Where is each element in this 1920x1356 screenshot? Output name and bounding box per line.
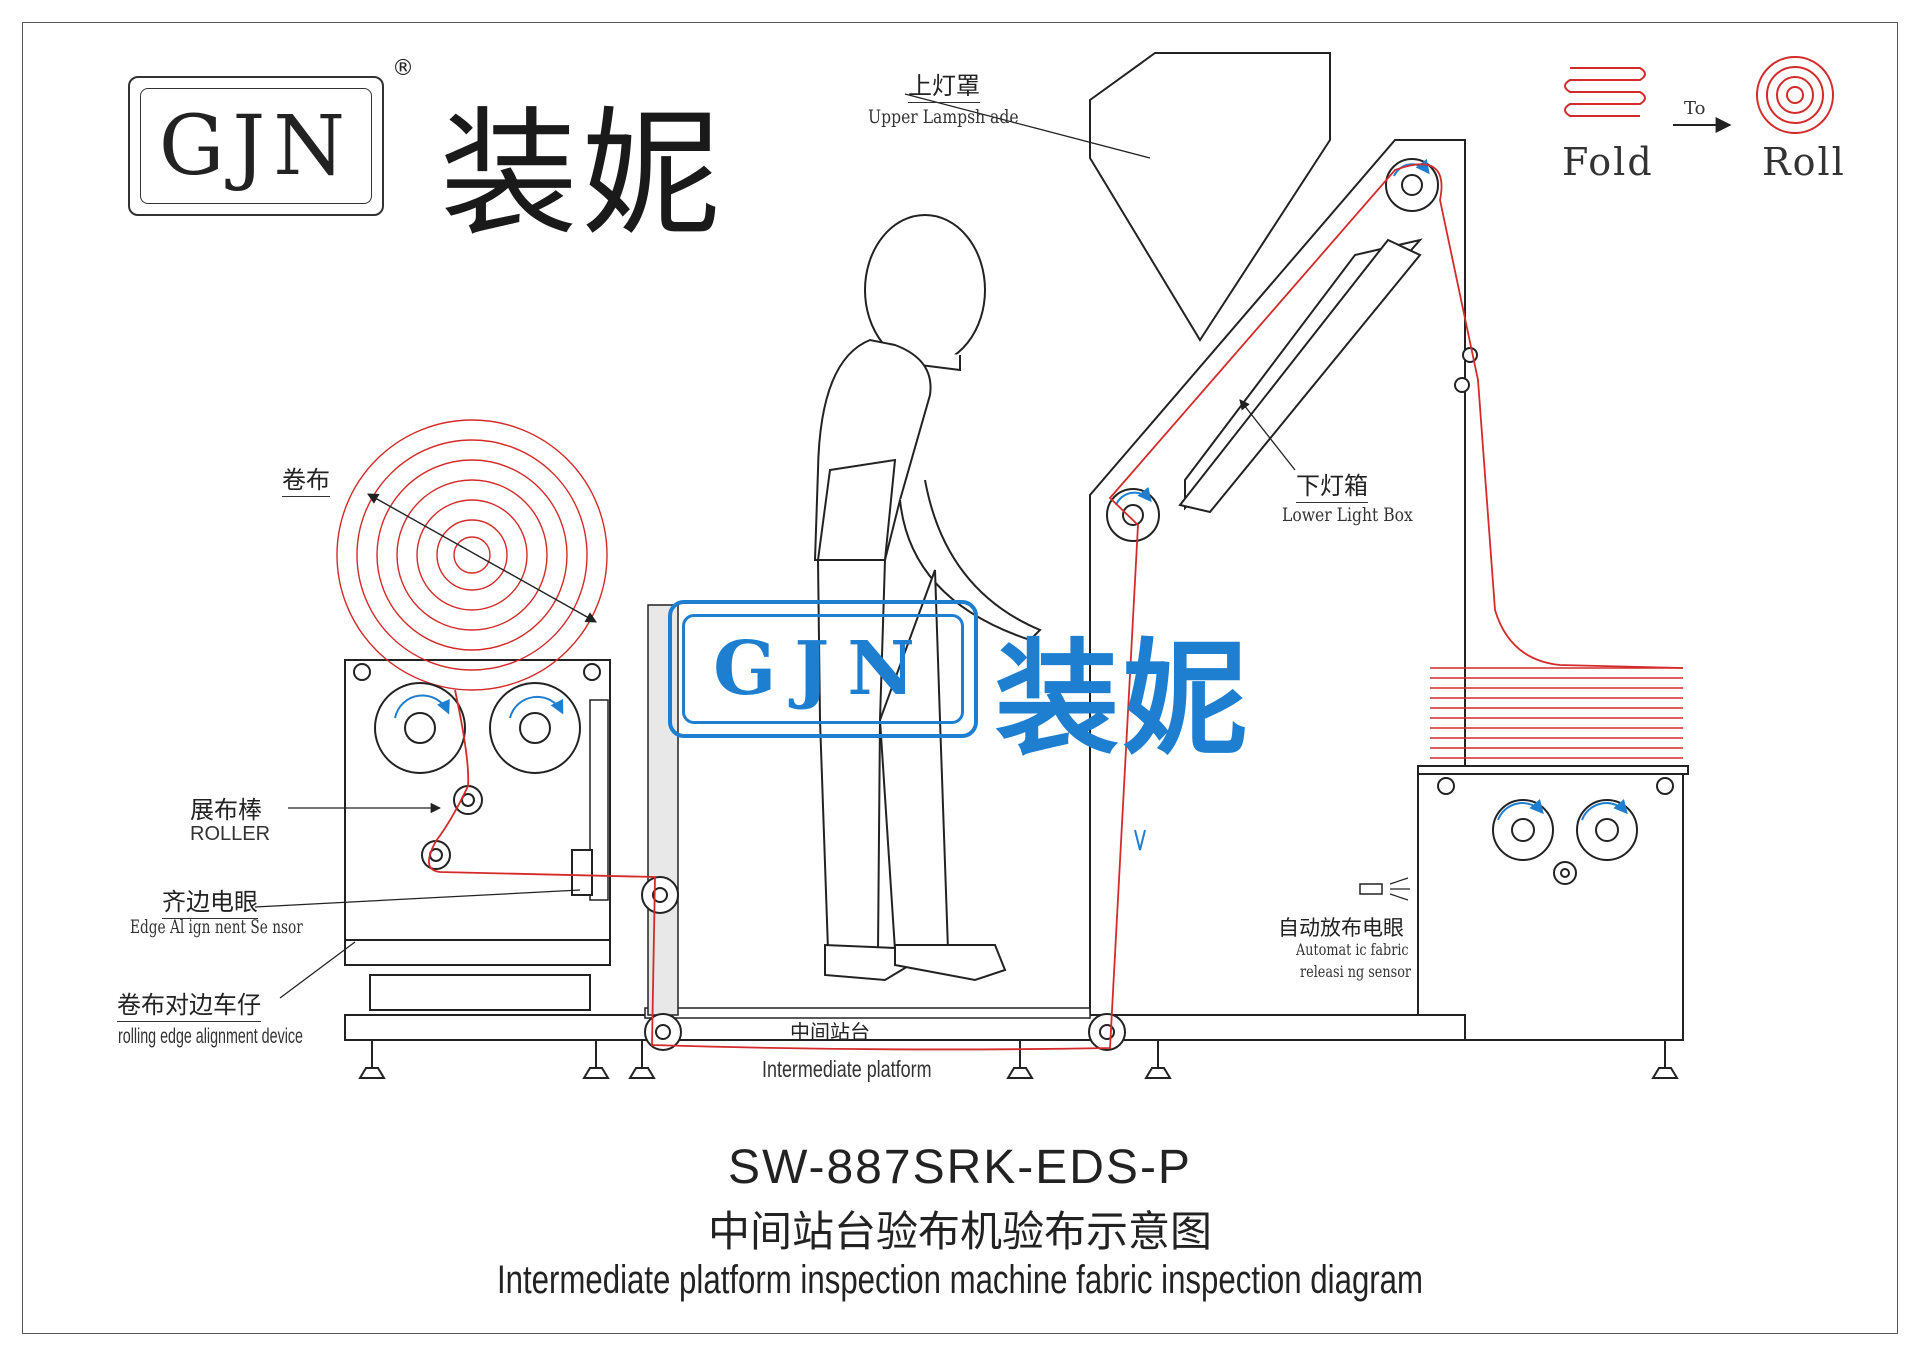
edge-device-label-en: rolling edge alignment device <box>118 1025 303 1048</box>
alignment-cart <box>369 974 591 1011</box>
auto-release-sensor <box>1359 883 1383 895</box>
edge-sensor-label-en: Edge Al ign nent Se nsor <box>130 916 303 938</box>
brand-logo: GJN <box>128 76 384 216</box>
upper-lamp-label-en: Upper Lampsh ade <box>868 106 1019 128</box>
roll-icon <box>1756 56 1834 134</box>
diagram-title-cn: 中间站台验布机验布示意图 <box>707 1207 1212 1256</box>
platform-label-cn: 中间站台 <box>790 1020 870 1044</box>
operator-figure <box>813 214 1042 982</box>
edge-device-label-cn: 卷布对边车仔 <box>117 985 261 1022</box>
roller-label-cn: 展布棒 <box>190 796 262 824</box>
edge-sensor-label-cn: 齐边电眼 <box>162 882 258 919</box>
roller-label-en: ROLLER <box>190 823 271 845</box>
folded-fabric-stack <box>1430 667 1683 759</box>
inspection-frame <box>1089 139 1466 1041</box>
upper-lamp-shade <box>1089 52 1331 342</box>
registered-mark: ® <box>392 56 414 81</box>
fold-cabinet <box>1417 773 1684 1041</box>
roll-pointer <box>367 493 597 623</box>
fold-icon <box>1564 67 1646 117</box>
leader-lines <box>254 93 1296 999</box>
watermark-logo-text: GJN <box>682 614 964 724</box>
auto-sensor-label-en-1: Automat ic fabric <box>1296 940 1409 959</box>
brand-chinese-name: 装妮 <box>440 94 725 255</box>
watermark-logo: GJN <box>668 600 978 738</box>
watermark-chinese: 装妮 <box>995 628 1252 772</box>
fold-label: Fold <box>1562 140 1654 184</box>
fabric-path <box>428 163 1684 1051</box>
drawing-frame <box>22 22 1898 1334</box>
edge-sensor-post <box>589 699 609 901</box>
lower-lightbox-label-en: Lower Light Box <box>1282 504 1413 526</box>
brand-logo-text: GJN <box>140 88 372 204</box>
fold-table <box>1417 765 1689 775</box>
machine-feet <box>358 1040 1679 1079</box>
model-number: SW-887SRK-EDS-P <box>728 1141 1192 1194</box>
roll-label: Roll <box>1762 140 1846 184</box>
to-label: To <box>1684 98 1706 119</box>
auto-sensor-label-cn: 自动放布电眼 <box>1278 916 1404 940</box>
diagram-title-en: Intermediate platform inspection machine… <box>496 1258 1424 1302</box>
upper-lamp-label-cn: 上灯罩 <box>908 66 980 103</box>
auto-sensor-label-en-2: releasi ng sensor <box>1300 962 1412 981</box>
fabric-roll-rings <box>336 419 608 691</box>
roll-cloth-label: 卷布 <box>282 460 330 497</box>
platform-floor <box>644 1007 1091 1019</box>
platform-label-en: Intermediate platform <box>762 1056 932 1082</box>
lower-lightbox-label-cn: 下灯箱 <box>1296 466 1368 503</box>
